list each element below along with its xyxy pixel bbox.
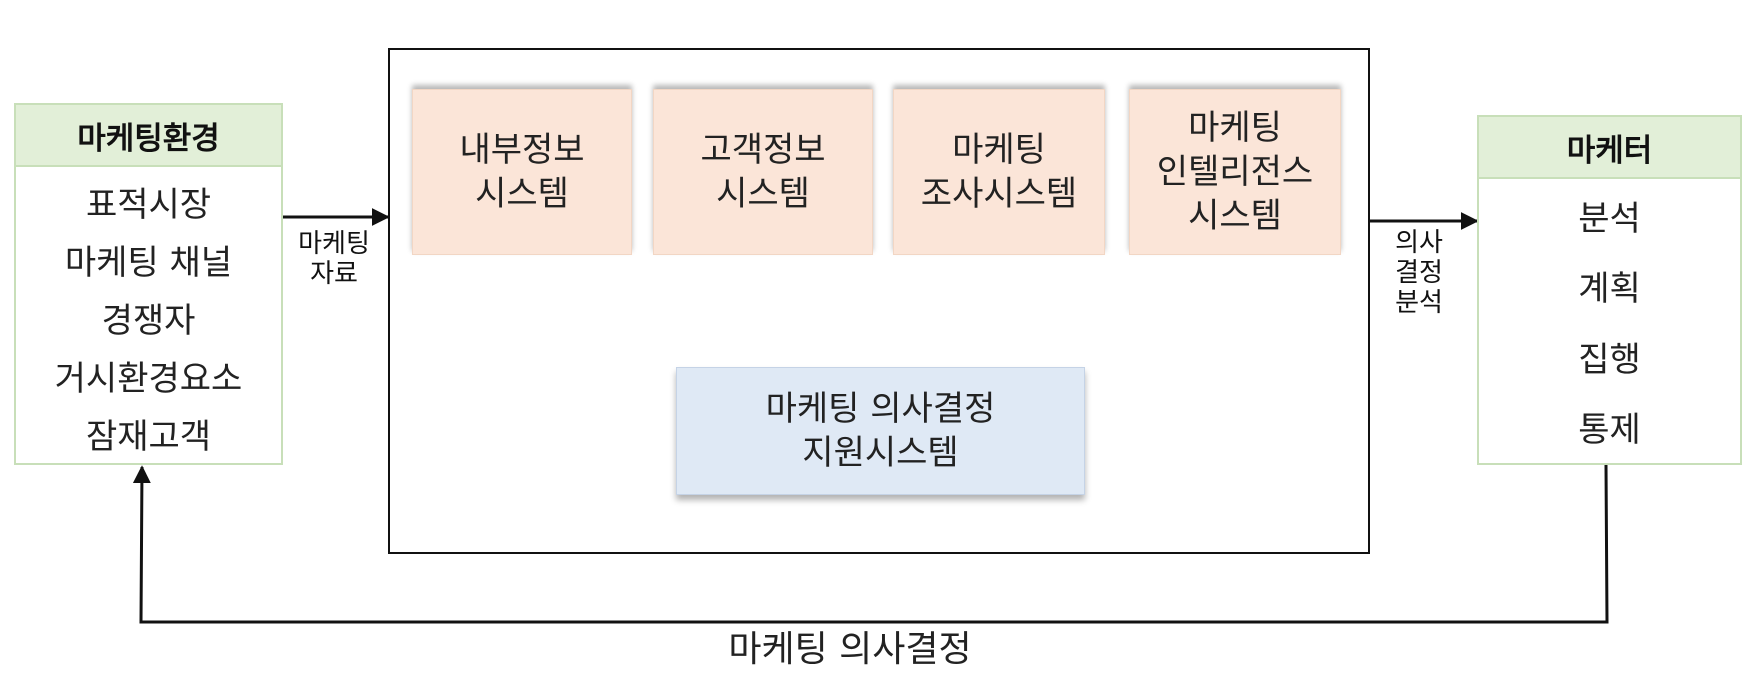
- output-flow-label-line1: 의사: [1395, 228, 1443, 258]
- decision-support-system-box: 마케팅 의사결정 지원시스템: [676, 367, 1085, 495]
- environment-item-prospects: 잠재고객: [85, 417, 212, 457]
- marketer-panel: 마케터 분석 계획 집행 통제: [1477, 115, 1742, 465]
- feedback-loop: [132, 464, 1609, 624]
- subsystem-internal-info-line2: 시스템: [475, 174, 569, 214]
- subsystem-marketing-intelligence-line3: 시스템: [1188, 196, 1282, 236]
- subsystem-marketing-research: 마케팅 조사시스템: [893, 89, 1105, 255]
- marketer-title: 마케터: [1479, 117, 1740, 179]
- subsystem-customer-info: 고객정보 시스템: [653, 89, 873, 255]
- output-flow-label: 의사 결정 분석: [1374, 228, 1464, 318]
- output-flow-label-line3: 분석: [1395, 288, 1443, 318]
- dss-line2: 지원시스템: [802, 433, 959, 473]
- subsystem-customer-info-line1: 고객정보: [700, 130, 826, 170]
- subsystem-customer-info-line2: 시스템: [716, 174, 810, 214]
- environment-item-macro: 거시환경요소: [54, 359, 243, 399]
- subsystem-marketing-intelligence: 마케팅 인텔리전스 시스템: [1129, 89, 1341, 255]
- marketer-item-planning: 계획: [1578, 269, 1641, 309]
- environment-panel: 마케팅환경 표적시장 마케팅 채널 경쟁자 거시환경요소 잠재고객: [14, 103, 283, 465]
- subsystem-marketing-intelligence-line2: 인텔리전스: [1156, 152, 1314, 192]
- environment-title: 마케팅환경: [16, 105, 281, 167]
- subsystem-marketing-research-line1: 마케팅: [952, 130, 1046, 170]
- input-flow-label-line2: 자료: [310, 259, 358, 289]
- input-flow-label: 마케팅 자료: [284, 229, 384, 289]
- input-flow-label-line1: 마케팅: [298, 229, 370, 259]
- subsystem-marketing-research-line2: 조사시스템: [920, 174, 1078, 214]
- output-flow-label-line2: 결정: [1395, 258, 1443, 288]
- subsystem-marketing-intelligence-line1: 마케팅: [1188, 108, 1282, 148]
- subsystem-internal-info: 내부정보 시스템: [412, 89, 632, 255]
- environment-item-target-market: 표적시장: [85, 185, 212, 225]
- environment-item-channel: 마케팅 채널: [64, 243, 233, 283]
- environment-list: 표적시장 마케팅 채널 경쟁자 거시환경요소 잠재고객: [16, 169, 281, 463]
- dss-line1: 마케팅 의사결정: [765, 389, 996, 429]
- marketer-item-execution: 집행: [1578, 340, 1641, 380]
- feedback-label: 마케팅 의사결정: [728, 629, 972, 670]
- marketer-item-control: 통제: [1578, 410, 1641, 450]
- subsystem-internal-info-line1: 내부정보: [459, 130, 585, 170]
- marketer-item-analysis: 분석: [1578, 199, 1641, 239]
- environment-item-competitors: 경쟁자: [101, 301, 196, 341]
